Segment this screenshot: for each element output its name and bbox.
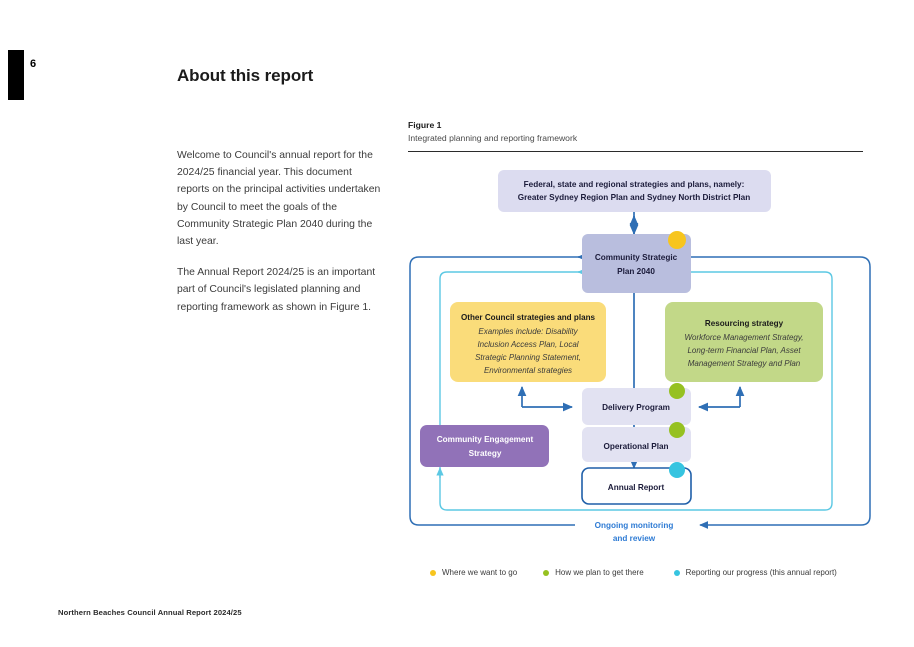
node-community-engagement-strategy: Community Engagement Strategy bbox=[420, 425, 549, 467]
loop-label-ongoing-monitoring: Ongoing monitoring and review bbox=[595, 521, 674, 543]
figure-label: Figure 1 bbox=[408, 120, 442, 130]
page-number: 6 bbox=[30, 58, 37, 70]
page-title: About this report bbox=[177, 66, 314, 86]
node-engagement-line1: Community Engagement bbox=[437, 435, 534, 444]
dot-reporting-progress bbox=[669, 462, 685, 478]
loop-label-line1: Ongoing monitoring bbox=[595, 521, 674, 530]
node-resourcing-body-1: Workforce Management Strategy, bbox=[684, 333, 803, 342]
node-other-title: Other Council strategies and plans bbox=[461, 313, 596, 322]
legend-dot-where-we-want-to-go bbox=[668, 231, 686, 249]
legend-item-reporting-our-progress: Reporting our progress (this annual repo… bbox=[673, 568, 837, 577]
intro-paragraph-1: Welcome to Council's annual report for t… bbox=[177, 150, 381, 248]
page-footer: Northern Beaches Council Annual Report 2… bbox=[58, 608, 242, 617]
outer-feedback-loop bbox=[409, 253, 871, 529]
node-operational-label: Operational Plan bbox=[603, 442, 668, 451]
legend-item-where-we-want-to-go: Where we want to go bbox=[430, 568, 517, 577]
loop-label-line2: and review bbox=[613, 534, 656, 543]
dot-how-we-plan-delivery bbox=[669, 383, 685, 399]
node-annual-label: Annual Report bbox=[608, 483, 665, 492]
legend-label-1: How we plan to get there bbox=[555, 568, 644, 577]
legend-dot-icon-green bbox=[543, 569, 550, 576]
node-resourcing-body-2: Long-term Financial Plan, Asset bbox=[687, 346, 801, 355]
diagram-connectors bbox=[517, 212, 745, 470]
node-engagement-line2: Strategy bbox=[469, 449, 502, 458]
node-resourcing-strategy: Resourcing strategy Workforce Management… bbox=[665, 302, 823, 382]
node-other-body-3: Strategic Planning Statement, bbox=[475, 353, 581, 362]
node-annual-report: Annual Report bbox=[581, 462, 692, 505]
node-delivery-label: Delivery Program bbox=[602, 403, 670, 412]
page-edge-marker bbox=[8, 50, 24, 100]
node-resourcing-body-3: Management Strategy and Plan bbox=[688, 359, 801, 368]
node-other-body-2: Inclusion Access Plan, Local bbox=[477, 340, 578, 349]
figure-rule bbox=[408, 151, 863, 152]
node-other-council-strategies: Other Council strategies and plans Examp… bbox=[450, 302, 606, 382]
ipr-framework-diagram: Federal, state and regional strategies a… bbox=[400, 160, 890, 560]
node-csp-line2: Plan 2040 bbox=[617, 267, 655, 276]
node-federal-strategies: Federal, state and regional strategies a… bbox=[498, 170, 771, 212]
intro-paragraph-2: The Annual Report 2024/25 is an importan… bbox=[177, 267, 376, 313]
diagram-legend: Where we want to go How we plan to get t… bbox=[430, 568, 870, 577]
figure-caption: Integrated planning and reporting framew… bbox=[408, 133, 578, 143]
node-federal-line2: Greater Sydney Region Plan and Sydney No… bbox=[518, 193, 751, 202]
node-delivery-program: Delivery Program bbox=[582, 383, 691, 425]
legend-dot-icon-yellow bbox=[430, 569, 436, 576]
node-federal-line1: Federal, state and regional strategies a… bbox=[524, 180, 745, 189]
legend-label-2: Reporting our progress (this annual repo… bbox=[685, 568, 837, 577]
node-csp-line1: Community Strategic bbox=[595, 253, 678, 262]
node-operational-plan: Operational Plan bbox=[582, 422, 691, 462]
intro-text: Welcome to Council's annual report for t… bbox=[177, 147, 382, 330]
legend-item-how-we-plan-to-get-there: How we plan to get there bbox=[543, 568, 644, 577]
node-other-body-4: Environmental strategies bbox=[484, 366, 572, 375]
node-resourcing-title: Resourcing strategy bbox=[705, 319, 784, 328]
node-other-body-1: Examples include: Disability bbox=[478, 327, 578, 336]
figure-header: Figure 1 Integrated planning and reporti… bbox=[408, 120, 863, 152]
legend-label-0: Where we want to go bbox=[442, 568, 518, 577]
legend-dot-icon-cyan bbox=[673, 569, 680, 576]
dot-how-we-plan-operational bbox=[669, 422, 685, 438]
node-community-strategic-plan: Community Strategic Plan 2040 bbox=[582, 231, 691, 293]
